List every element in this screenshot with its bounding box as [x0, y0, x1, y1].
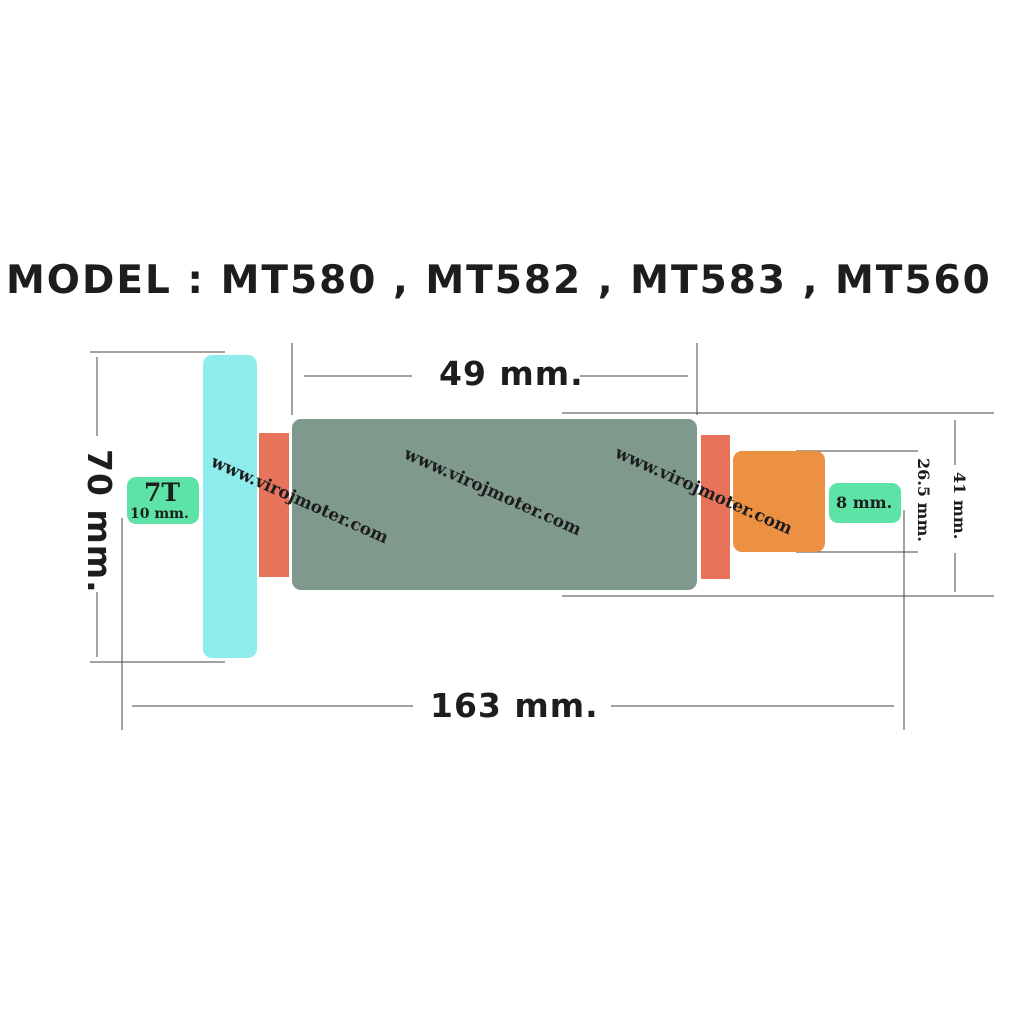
insulator-left: [259, 433, 289, 577]
fan-diameter-label: 70 mm.: [80, 449, 119, 594]
shaft-diameter: 8 mm.: [836, 493, 893, 512]
insulator-right: [701, 435, 730, 579]
gear-teeth: 7T: [144, 478, 180, 507]
core-diameter-label: 41 mm.: [950, 472, 969, 540]
model-title: MODEL : MT580 , MT582 , MT583 , MT560: [6, 258, 992, 303]
commutator-diameter-label: 26.5 mm.: [914, 458, 933, 542]
gear-label: [127, 477, 199, 524]
total-length-label: 163 mm.: [430, 686, 599, 725]
gear-diameter: 10 mm.: [130, 506, 189, 522]
armature-core: [292, 419, 697, 590]
core-length-label: 49 mm.: [439, 354, 584, 393]
commutator: [733, 451, 825, 552]
shaft-label: [829, 483, 901, 523]
fan: [203, 355, 257, 658]
